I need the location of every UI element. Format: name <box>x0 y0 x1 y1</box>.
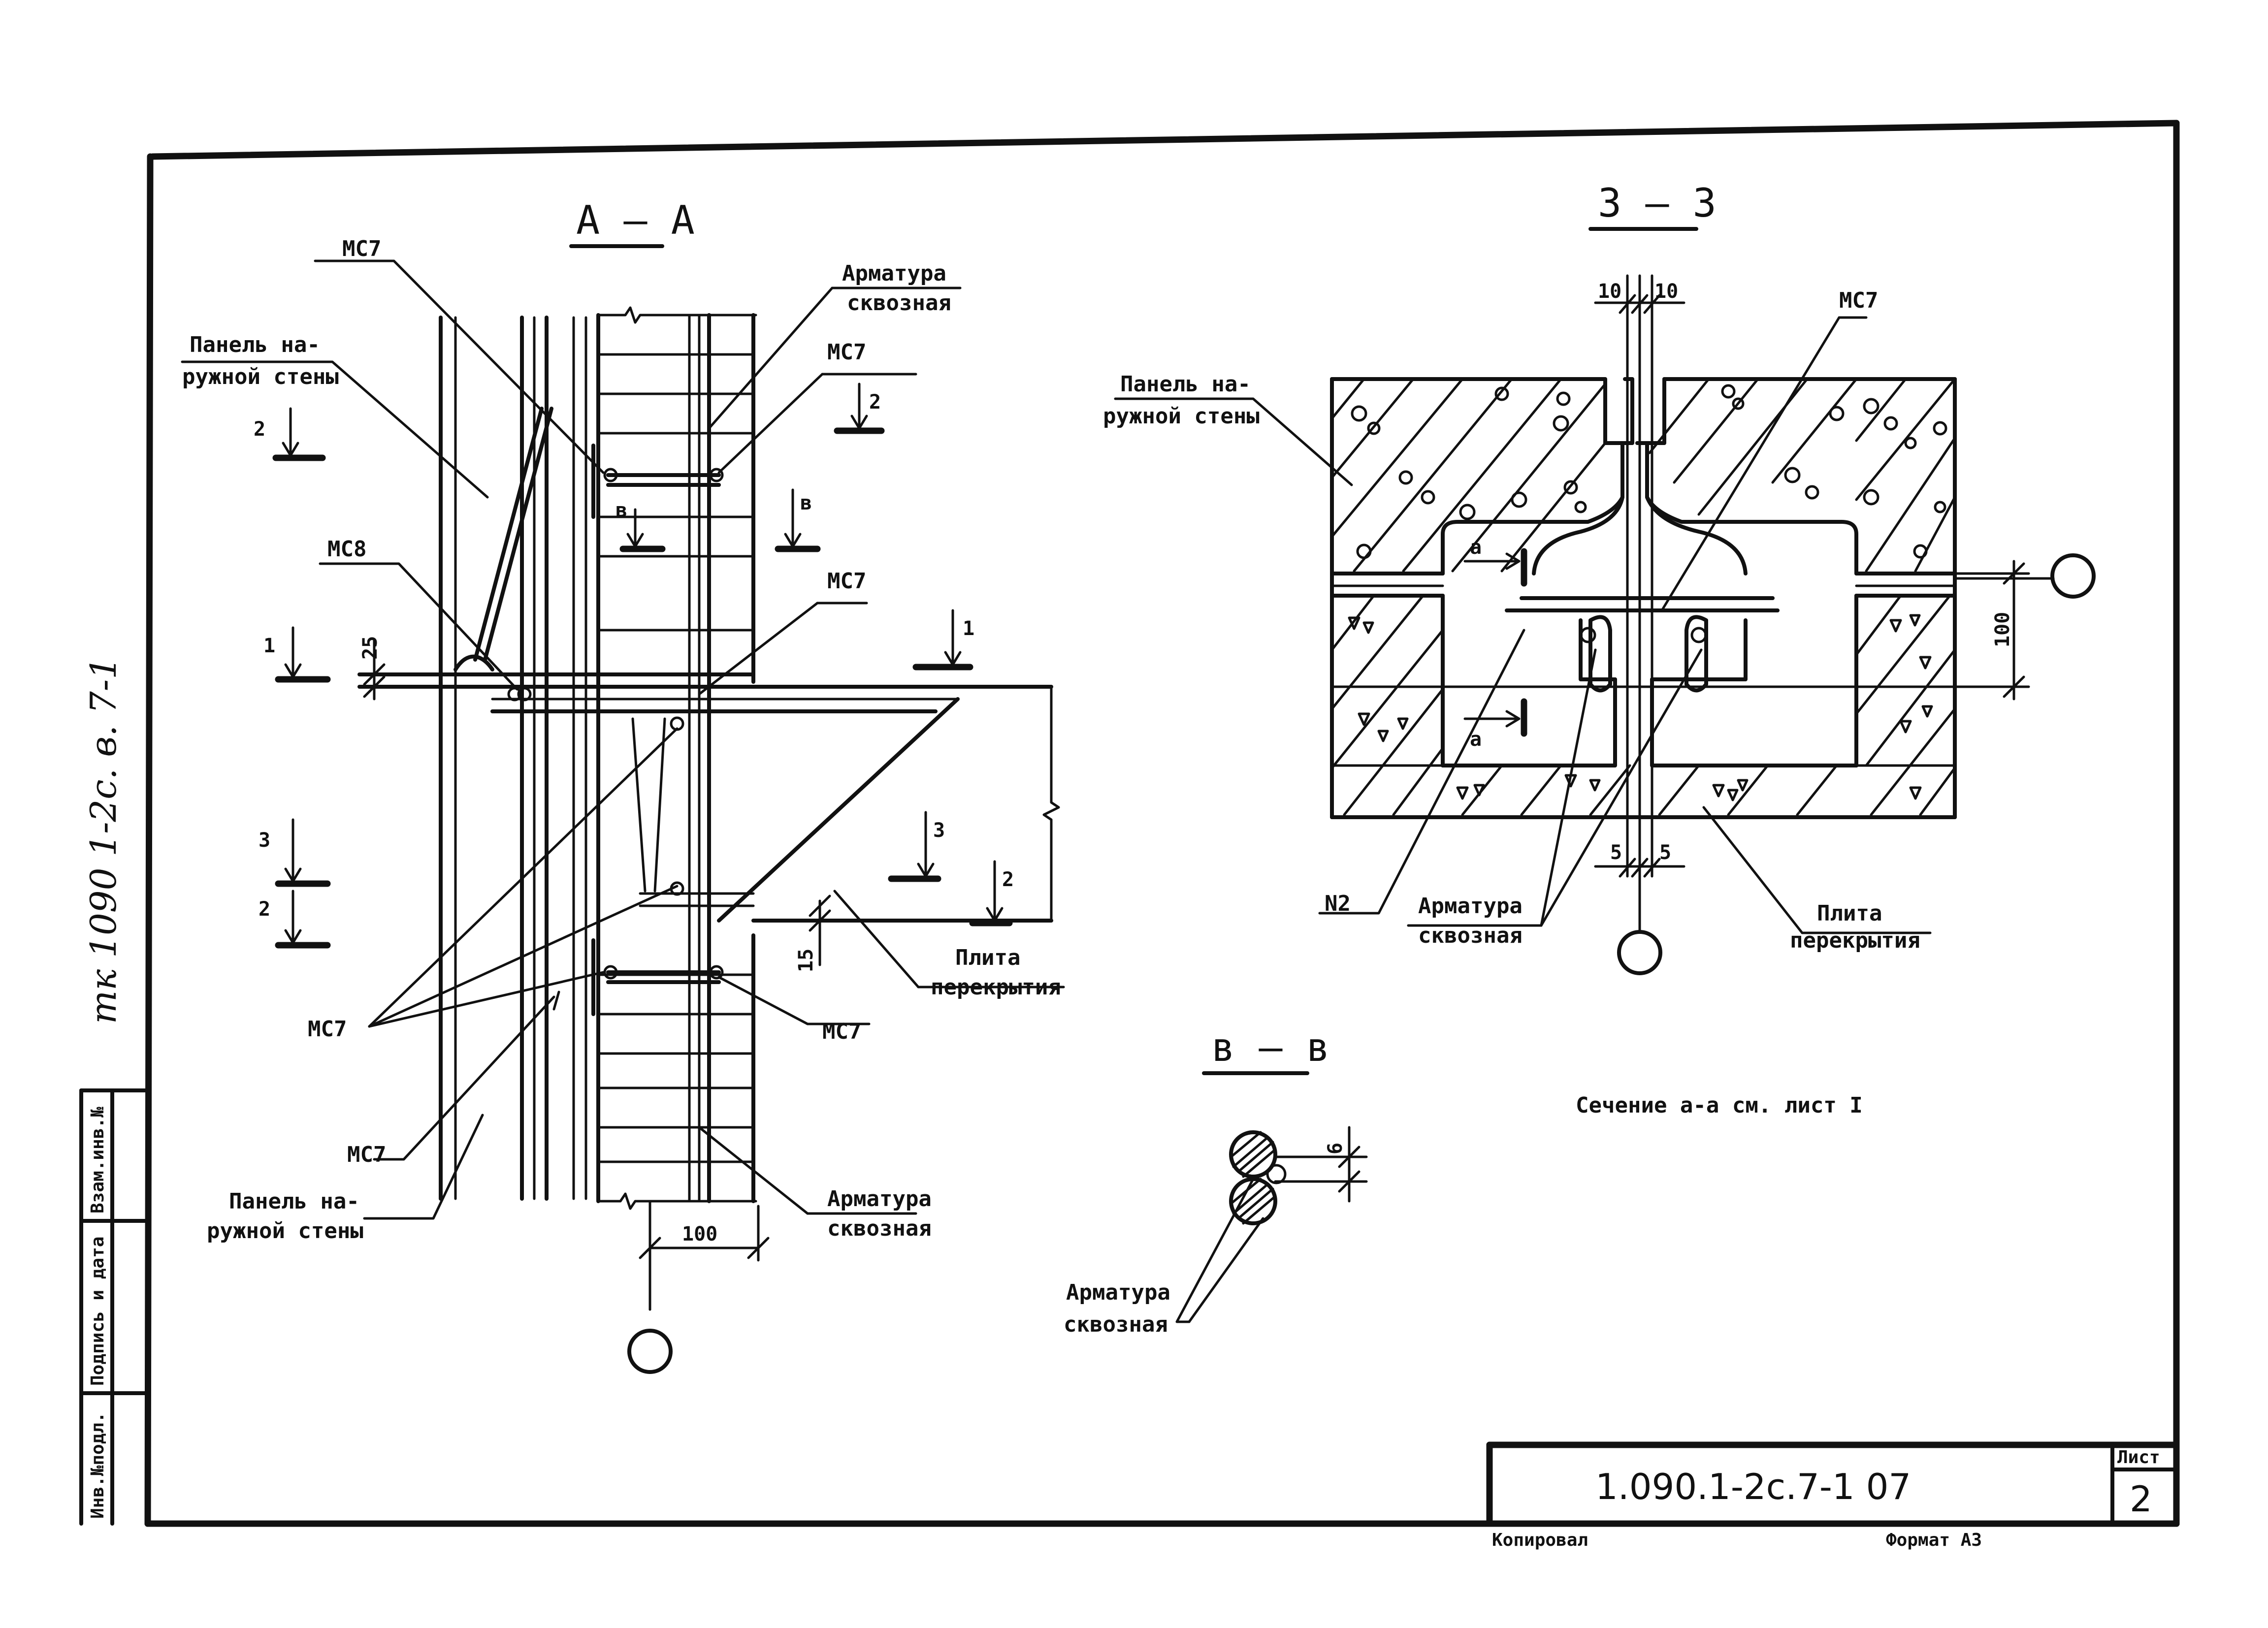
floor-slab <box>357 672 1060 923</box>
label-panel-bot-1: Панель на- <box>229 1189 359 1214</box>
cut-1-right: 1 <box>963 617 974 640</box>
view-a-a: А – А <box>181 197 1065 1374</box>
view-3-3: 3 – 3 <box>1103 180 2096 1118</box>
label-plita-33-1: Плита <box>1817 901 1882 926</box>
label-skvoznaya-top: сквозная <box>847 290 951 316</box>
sheet-label: Лист <box>2117 1447 2160 1468</box>
label-panel-33-2: ружной стены <box>1103 404 1260 429</box>
label-mc7-top: МС7 <box>342 236 381 261</box>
label-mc7-left-group: МС7 <box>308 1017 347 1042</box>
label-panel-33-1: Панель на- <box>1120 372 1251 397</box>
slab-aggregate <box>1348 614 1933 801</box>
label-armatura-bb: Арматура <box>1066 1280 1170 1305</box>
cut-2-lower-right: 2 <box>1002 868 1014 891</box>
axis-marker-aa <box>627 1200 673 1374</box>
bar-sections <box>1175 1126 1368 1323</box>
section-a-markers <box>1463 548 1527 737</box>
label-armatura-top: Арматура <box>842 261 946 286</box>
dim-100-aa <box>639 1205 770 1262</box>
label-plita-33-2: перекрытия <box>1790 928 1920 953</box>
label-panel-top-2: ружной стены <box>182 364 339 389</box>
view-bb-title: в – в <box>1211 1024 1330 1070</box>
view-b-b: в – в 6 Арматура сквозная <box>1064 1024 1368 1337</box>
label-panel-bot-2: ружной стены <box>207 1218 363 1244</box>
label-n2: N2 <box>1325 891 1351 916</box>
stamp-podpis-data: Подпись и дата <box>88 1237 108 1386</box>
leaders-aa <box>181 259 1065 1220</box>
label-mc8: МС8 <box>327 537 366 562</box>
label-armatura-33: Арматура <box>1418 894 1523 919</box>
label-skvoznaya-bot: сквозная <box>827 1216 932 1241</box>
cut-a-top: а <box>1470 536 1482 559</box>
dim-100-aa-label: 100 <box>682 1223 717 1245</box>
dim-25-label: 25 <box>359 636 382 660</box>
label-panel-top-1: Панель на- <box>190 332 320 357</box>
label-skvoznaya-33: сквозная <box>1418 923 1523 948</box>
dim-5-right: 5 <box>1659 841 1671 864</box>
label-armatura-bot: Арматура <box>827 1186 932 1212</box>
note-section-a: Сечение а-а см. лист I <box>1576 1093 1863 1118</box>
side-stamp: Инв.№подл. Подпись и дата Взам.инв.№ тк … <box>83 657 124 1519</box>
dim-15 <box>809 894 831 966</box>
sheet-frame <box>79 120 2180 1527</box>
stamp-vzam-inv: Взам.инв.№ <box>88 1107 108 1213</box>
cut-b-right: в <box>800 492 812 514</box>
dim-100-33: 100 <box>1991 612 2014 647</box>
dim-25 <box>363 638 386 701</box>
view-33-title: 3 – 3 <box>1598 180 1717 226</box>
dims-33 <box>1594 294 2055 878</box>
axis-markers-33 <box>1617 553 2096 975</box>
dim-10-right: 10 <box>1654 280 1678 303</box>
dim-15-label: 15 <box>795 949 817 972</box>
copied-by: Копировал <box>1492 1530 1588 1550</box>
cut-2-upper-left: 2 <box>254 418 265 441</box>
title-block <box>1486 1441 2180 1527</box>
label-mc7-bottom: МС7 <box>347 1142 386 1167</box>
cut-b-left: в <box>616 499 627 522</box>
document-code: 1.090.1-2с.7-1 07 <box>1595 1466 1911 1507</box>
aggregate-dots <box>1351 384 1947 559</box>
cut-markers-aa <box>272 383 1013 949</box>
stamp-inv-podl: Инв.№подл. <box>88 1412 108 1519</box>
label-plita-1: Плита <box>955 945 1020 970</box>
dim-5-left: 5 <box>1610 841 1622 864</box>
cut-2-lower-left: 2 <box>259 898 270 921</box>
label-mc7-33: МС7 <box>1839 288 1878 313</box>
outer-wall-panels-33 <box>1330 377 1957 819</box>
cut-3-right: 3 <box>933 819 945 842</box>
label-plita-2: перекрытия <box>931 975 1061 1000</box>
leaders-33 <box>1114 316 1932 934</box>
side-document-info: тк 1090 1-2с. в. 7-1 <box>83 657 124 1024</box>
mc8-anchor-bar <box>454 407 553 671</box>
mc7-ties <box>507 444 724 1016</box>
label-mc7-upper-right: МС7 <box>827 340 866 365</box>
dim-10-left: 10 <box>1598 280 1621 303</box>
inner-wall-block <box>596 313 755 1203</box>
connector-cavity <box>1441 274 1858 878</box>
label-mc7-lower-right: МС7 <box>822 1019 861 1044</box>
sheet-number: 2 <box>2130 1478 2152 1520</box>
cut-2-upper-right: 2 <box>869 391 881 414</box>
paper-format: Формат А3 <box>1886 1530 1982 1550</box>
label-mc7-mid-right: МС7 <box>827 569 866 594</box>
label-skvoznaya-bb: сквозная <box>1064 1312 1168 1337</box>
dim-6-label: 6 <box>1324 1143 1347 1154</box>
view-aa-title: А – А <box>576 197 695 243</box>
cut-3-left: 3 <box>259 829 270 852</box>
cut-1-left: 1 <box>263 635 275 657</box>
